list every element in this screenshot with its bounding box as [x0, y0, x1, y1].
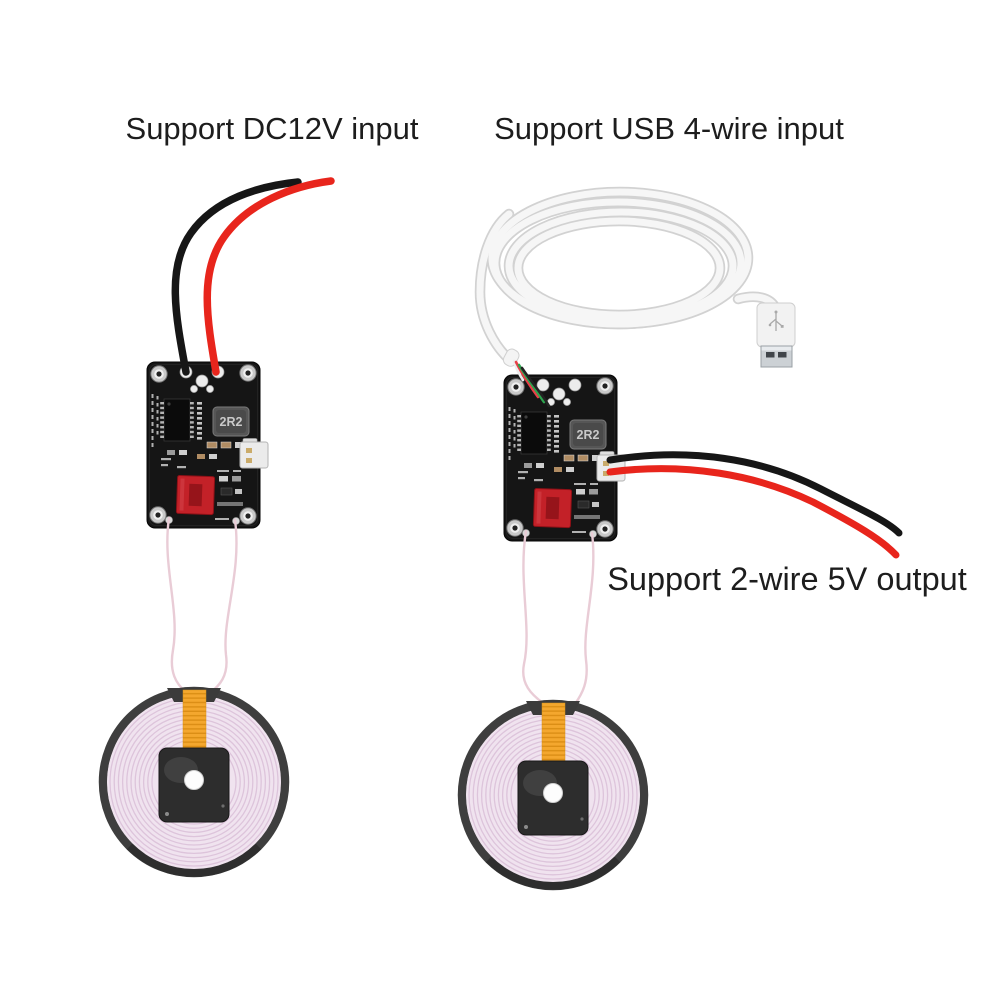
- usb-wire-white: [512, 359, 525, 382]
- usb-shield-slot: [778, 352, 787, 358]
- usb-trident-icon: [768, 310, 784, 331]
- pcb-module-left: [146, 361, 269, 529]
- usb-shield-highlight: [761, 346, 792, 351]
- coil-lead-wires-left: [166, 516, 238, 695]
- dc-input-wire-black: [171, 178, 302, 376]
- right-charger-module: [462, 186, 903, 886]
- output-wire-red: [606, 465, 900, 559]
- usb-wire-black: [520, 366, 551, 408]
- output-wire-black: [606, 451, 903, 537]
- transmitter-coil-left: [103, 688, 285, 873]
- usb-metal-shield: [760, 345, 793, 368]
- usb-wire-red: [514, 360, 540, 399]
- usb-a-connector: [756, 302, 796, 368]
- transmitter-coil-right: [462, 701, 644, 886]
- caption-usb-4wire-input: Support USB 4-wire input: [494, 111, 844, 146]
- usb-cable-breakout: [502, 348, 551, 408]
- pcb-module-right: [503, 374, 626, 542]
- usb-cable: [474, 186, 781, 367]
- dc-input-wire-red: [203, 177, 335, 376]
- left-charger-module: [103, 177, 335, 873]
- usb-shield-slot: [766, 352, 775, 358]
- caption-2wire-5v-output: Support 2-wire 5V output: [607, 561, 967, 597]
- coil-lead-wires-right: [522, 529, 595, 706]
- caption-dc12v-input: Support DC12V input: [126, 111, 419, 146]
